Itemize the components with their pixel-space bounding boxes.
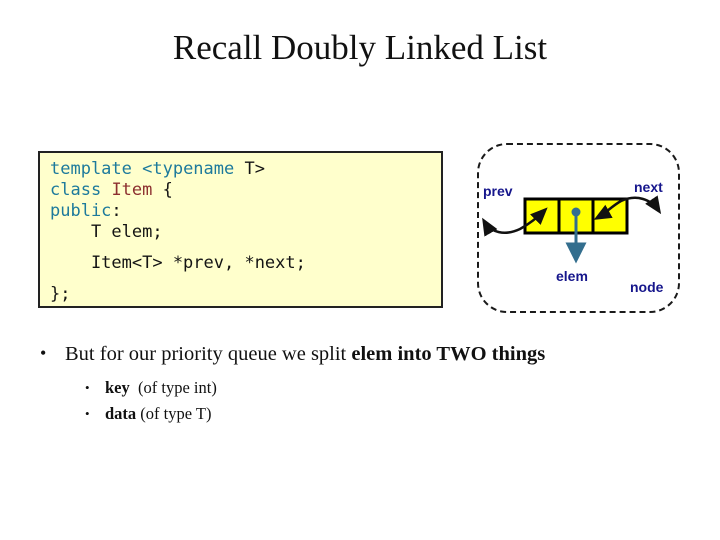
- elem-pointer-dot: [571, 207, 581, 217]
- code-segment: T elem;: [50, 222, 163, 242]
- next-pointer-arrow: [593, 195, 662, 220]
- sub-bullet-bold-key: key: [105, 378, 130, 397]
- code-segment: T>: [234, 159, 265, 179]
- code-line: T elem;: [50, 222, 441, 243]
- bullet-marker: •: [85, 406, 90, 421]
- bullet-main: • But for our priority queue we split ele…: [40, 343, 700, 366]
- slide-title: Recall Doubly Linked List: [172, 28, 548, 67]
- code-line: template <typename T>: [50, 159, 441, 180]
- code-segment: public: [50, 201, 112, 221]
- bullet-sub-data: • data (of type T): [85, 404, 211, 424]
- code-segment: <typename: [142, 159, 235, 179]
- code-segment: class: [50, 180, 102, 200]
- bullet-marker: •: [40, 343, 47, 363]
- bullet-sub-key: • key (of type int): [85, 378, 217, 398]
- code-segment: :: [111, 201, 122, 221]
- prev-pointer-arrow: [482, 207, 548, 237]
- code-line: [50, 274, 441, 284]
- code-block: template <typename T>class Item {public:…: [38, 151, 443, 308]
- sub-bullet-bold-data: data: [105, 404, 137, 423]
- code-line: public:: [50, 201, 441, 222]
- code-segment: [101, 180, 111, 200]
- label-node: node: [630, 279, 664, 295]
- label-prev: prev: [483, 183, 513, 199]
- code-line: Item<T> *prev, *next;: [50, 253, 441, 274]
- bullet-main-text: But for our priority queue we split: [65, 343, 352, 365]
- code-line: class Item {: [50, 180, 441, 201]
- label-next: next: [634, 179, 663, 195]
- node-cell-prev: [523, 197, 561, 235]
- node-diagram: [482, 195, 662, 264]
- sub-bullet-rest: (of type T): [136, 404, 212, 423]
- sub-bullet-rest: (of type int): [129, 378, 217, 397]
- label-elem: elem: [556, 268, 588, 284]
- bullet-main-bold-text: elem into TWO things: [351, 343, 546, 365]
- bullet-marker: •: [85, 380, 90, 395]
- code-segment: {: [152, 180, 173, 200]
- code-segment: Item: [111, 180, 153, 200]
- code-segment: };: [50, 284, 71, 304]
- code-segment: Item<T> *prev, *next;: [50, 253, 306, 273]
- code-line: [50, 243, 441, 253]
- code-line: };: [50, 284, 441, 305]
- code-segment: template: [50, 159, 143, 179]
